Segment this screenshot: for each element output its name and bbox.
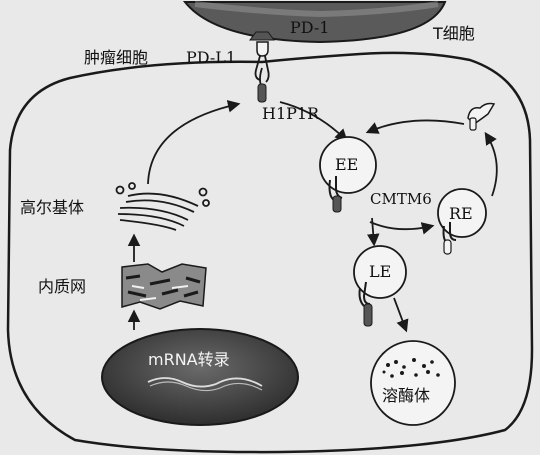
- golgi-label: 高尔基体: [20, 198, 85, 217]
- pd-1-label: PD-1: [290, 18, 330, 37]
- recycled-receptor: [467, 102, 496, 131]
- recycling-endosome: [437, 188, 487, 255]
- pd-l1-receptor: [249, 31, 275, 103]
- lysosome: [370, 340, 456, 426]
- le-label: LE: [369, 262, 392, 281]
- er-label: 内质网: [38, 277, 87, 296]
- arrow-golgi-to-membrane: [147, 100, 241, 185]
- cmtm6-label: CMTM6: [370, 190, 432, 208]
- arrow-membrane-to-ee: [279, 101, 348, 142]
- ee-label: EE: [335, 155, 359, 174]
- arrow-membrane-to-ee-2: [365, 119, 465, 134]
- pd-l1-label: PD-L1: [186, 48, 237, 67]
- early-endosome: [319, 136, 377, 213]
- tumor-cell-label: 肿瘤细胞: [84, 48, 149, 67]
- nucleus: [101, 328, 299, 426]
- arrow-le-to-lysosome: [393, 297, 409, 333]
- arrow-re-to-membrane: [484, 131, 498, 197]
- mrna-label: mRNA转录: [148, 350, 230, 369]
- late-endosome: [353, 245, 407, 327]
- t-cell-label: T细胞: [433, 24, 475, 43]
- lysosome-label: 溶酶体: [382, 386, 431, 405]
- tumor-cell-membrane: [6, 51, 534, 454]
- t-cell: [182, 0, 447, 44]
- arrow-ee-to-le: [366, 217, 380, 247]
- endoplasmic-reticulum: [121, 263, 207, 310]
- re-label: RE: [449, 204, 473, 223]
- arrow-ee-to-re: [369, 221, 435, 235]
- hip1r-label: H1P1R: [262, 104, 320, 123]
- golgi-apparatus: [115, 182, 210, 231]
